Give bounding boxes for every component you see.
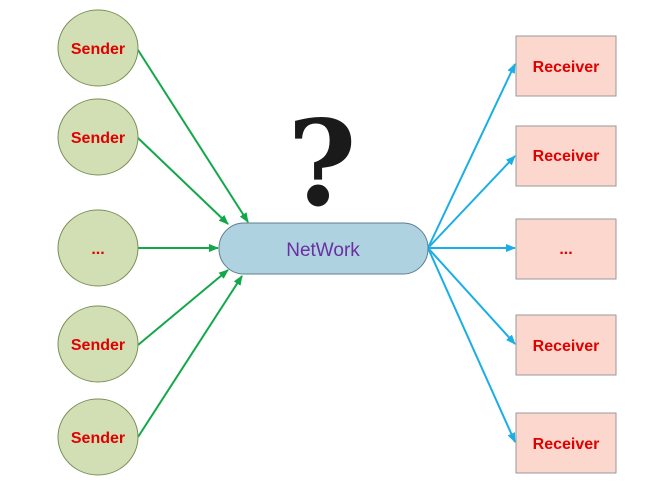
receiver-arrow [427,247,516,443]
sender-arrow [137,137,229,225]
receiver-label: Receiver [533,338,600,355]
receiver-nodes: Receiver Receiver ... Receiver Receiver [515,35,617,474]
receiver-arrow [427,63,516,249]
question-mark-icon: ? [287,94,356,233]
receiver-node: Receiver [515,35,617,97]
sender-label: Sender [71,430,125,447]
sender-node: Sender [57,9,139,87]
sender-node: Sender [57,98,139,176]
receiver-label: Receiver [533,436,600,453]
receiver-node: Receiver [515,314,617,376]
network-label: NetWork [286,240,360,261]
sender-arrow [137,275,243,438]
sender-arrows [137,49,249,438]
network-node: NetWork [218,222,429,275]
sender-label: ... [91,241,104,258]
sender-label: Sender [71,337,125,354]
sender-node: Sender [57,398,139,476]
sender-arrow [137,49,249,223]
sender-arrow [137,269,229,346]
sender-label: Sender [71,41,125,58]
sender-nodes: Sender Sender ... Sender Sender [57,9,139,476]
receiver-label: Receiver [533,148,600,165]
receiver-arrow [427,247,516,345]
receiver-label: Receiver [533,59,600,76]
receiver-node: ... [515,218,617,280]
sender-node: Sender [57,305,139,383]
receiver-label: ... [559,241,572,258]
sender-label: Sender [71,130,125,147]
sender-node: ... [57,209,139,287]
receiver-arrows [427,63,516,443]
receiver-node: Receiver [515,412,617,474]
receiver-node: Receiver [515,125,617,187]
receiver-arrow [427,155,516,249]
